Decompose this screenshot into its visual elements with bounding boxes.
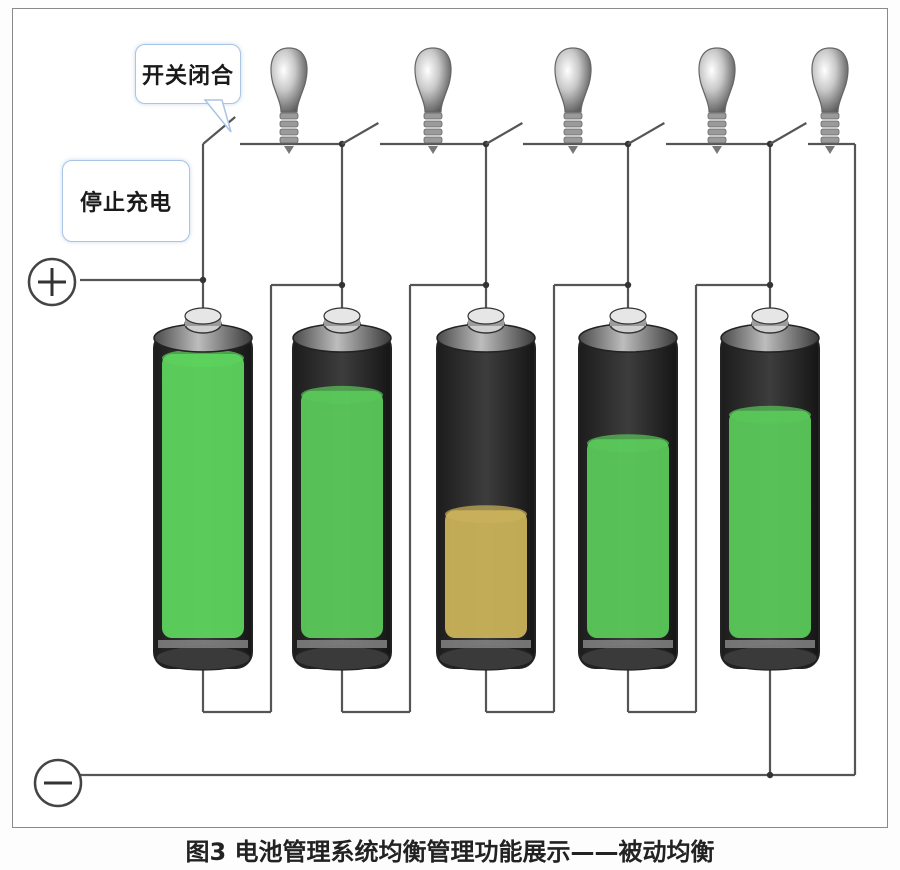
battery-3 — [436, 307, 536, 671]
balancing-circuit-diagram — [27, 47, 857, 808]
switch-blade-2 — [341, 122, 379, 145]
callout-stop-charging: 停止充电 — [62, 160, 190, 242]
bulbs — [270, 47, 849, 154]
figure-caption: 图3 电池管理系统均衡管理功能展示——被动均衡 — [185, 838, 715, 866]
battery-4 — [578, 307, 678, 671]
callout-stop-charging-text: 停止充电 — [79, 191, 172, 216]
junction-dot — [766, 281, 774, 289]
switch-blade-4 — [627, 122, 665, 145]
light-bulb-icon — [554, 47, 592, 154]
callout-switch-closed-text: 开关闭合 — [141, 64, 234, 89]
positive-terminal — [27, 257, 77, 307]
wires — [80, 140, 857, 779]
battery-5 — [720, 307, 820, 671]
negative-terminal — [33, 758, 83, 808]
batteries — [153, 307, 820, 671]
junction-dot — [199, 276, 207, 284]
battery-charge-fill-1 — [162, 354, 244, 638]
switch-blade-5 — [769, 122, 807, 145]
battery-charge-fill-5 — [729, 410, 811, 638]
battery-charge-fill-2 — [301, 390, 383, 638]
light-bulb-icon — [811, 47, 849, 154]
battery-charge-fill-4 — [587, 439, 669, 638]
light-bulb-icon — [414, 47, 452, 154]
switches — [202, 116, 807, 145]
battery-charge-fill-3 — [445, 510, 527, 638]
junction-dot — [482, 281, 490, 289]
switch-blade-1 — [202, 116, 236, 145]
battery-2 — [292, 307, 392, 671]
light-bulb-icon — [270, 47, 308, 154]
battery-1 — [153, 307, 253, 671]
callout-switch-closed: 开关闭合 — [135, 44, 241, 104]
light-bulb-icon — [698, 47, 736, 154]
junction-dot — [338, 281, 346, 289]
switch-blade-3 — [485, 122, 523, 145]
junction-dot — [624, 281, 632, 289]
junction-dot — [766, 771, 774, 779]
